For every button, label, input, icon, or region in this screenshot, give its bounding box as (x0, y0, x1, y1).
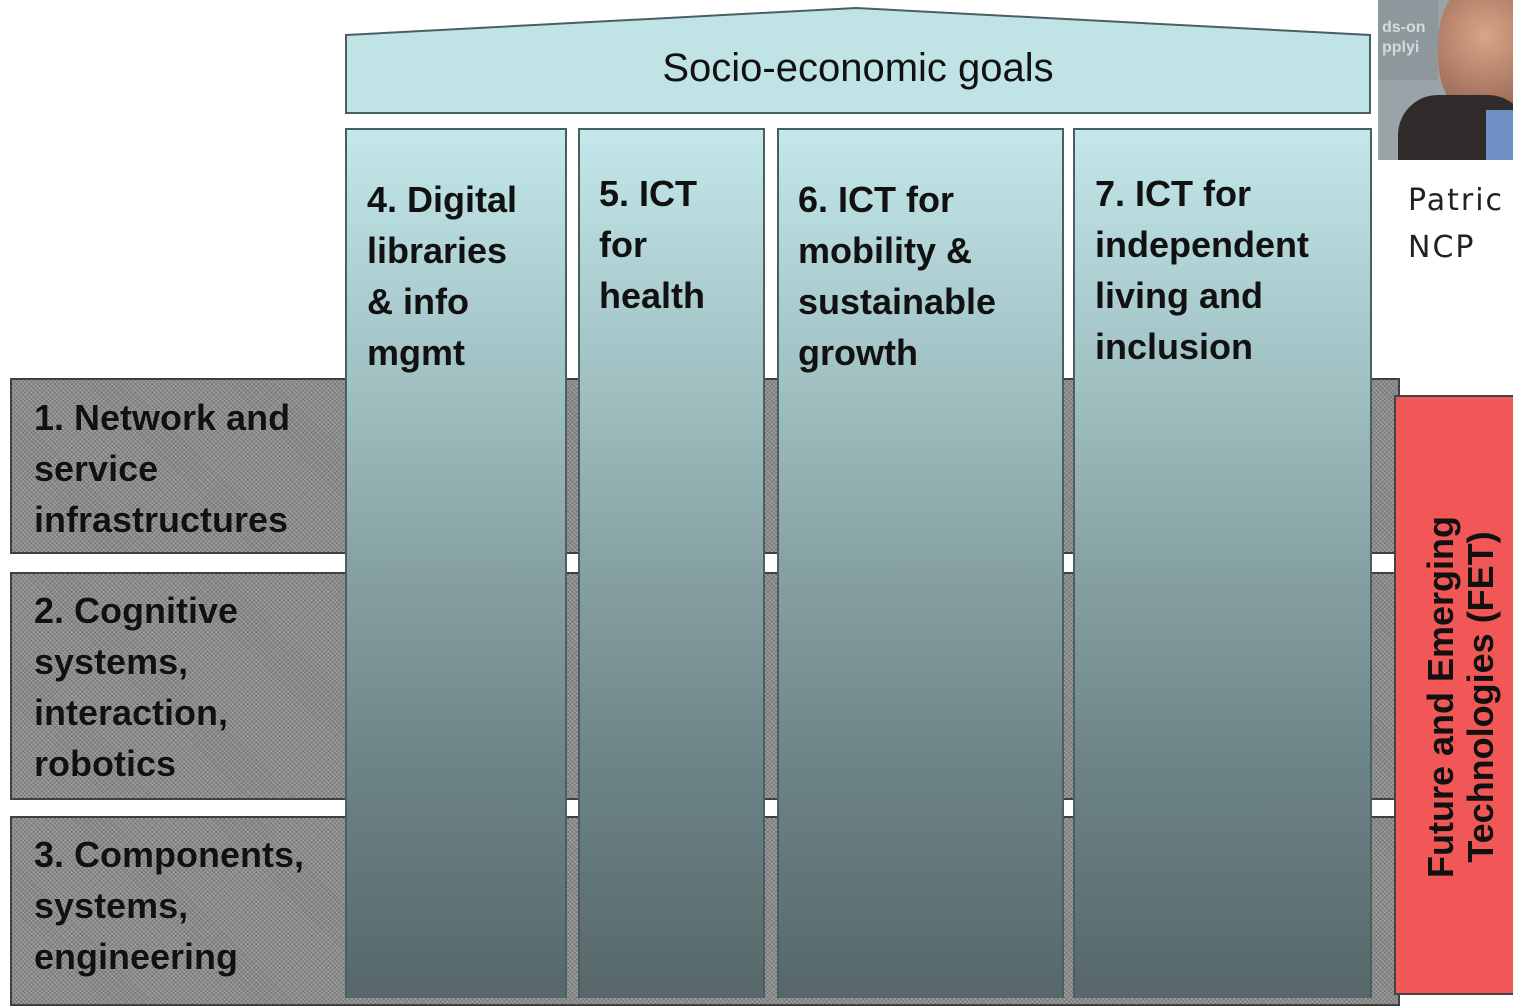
pillar-label-ict-health: 5. ICT for health (599, 173, 706, 316)
fet-label: Future and Emerging Technologies (FET) (1420, 515, 1501, 879)
roof (345, 6, 1371, 114)
photo-caption-name: Patric (1408, 183, 1505, 218)
pillar-label-ict-inclusion: 7. ICT for independent living and inclus… (1095, 173, 1309, 367)
speaker-photo: ds-on pplyi (1378, 0, 1513, 160)
pillar-ict-health (578, 128, 765, 998)
photo-caption-role: NCP (1408, 230, 1476, 265)
fet-block: Future and Emerging Technologies (FET) (1394, 395, 1513, 995)
row-label-components: 3. Components, systems, engineering (34, 834, 305, 977)
pillar-digital-libraries (345, 128, 567, 998)
photo-collar (1486, 110, 1513, 160)
pillar-label-ict-mobility: 6. ICT for mobility & sustainable growth (798, 179, 997, 373)
photo-banner (1378, 0, 1438, 80)
pillar-ict-inclusion (1073, 128, 1372, 998)
photo-banner-text: ds-on pplyi (1382, 19, 1426, 56)
row-label-network: 1. Network and service infrastructures (34, 397, 291, 540)
roof-title: Socio-economic goals (662, 46, 1054, 90)
pillar-ict-mobility (777, 128, 1064, 998)
roof-shape (345, 6, 1371, 114)
pillar-label-digital-libraries: 4. Digital libraries & info mgmt (367, 179, 518, 373)
row-label-cognitive: 2. Cognitive systems, interaction, robot… (34, 590, 239, 784)
